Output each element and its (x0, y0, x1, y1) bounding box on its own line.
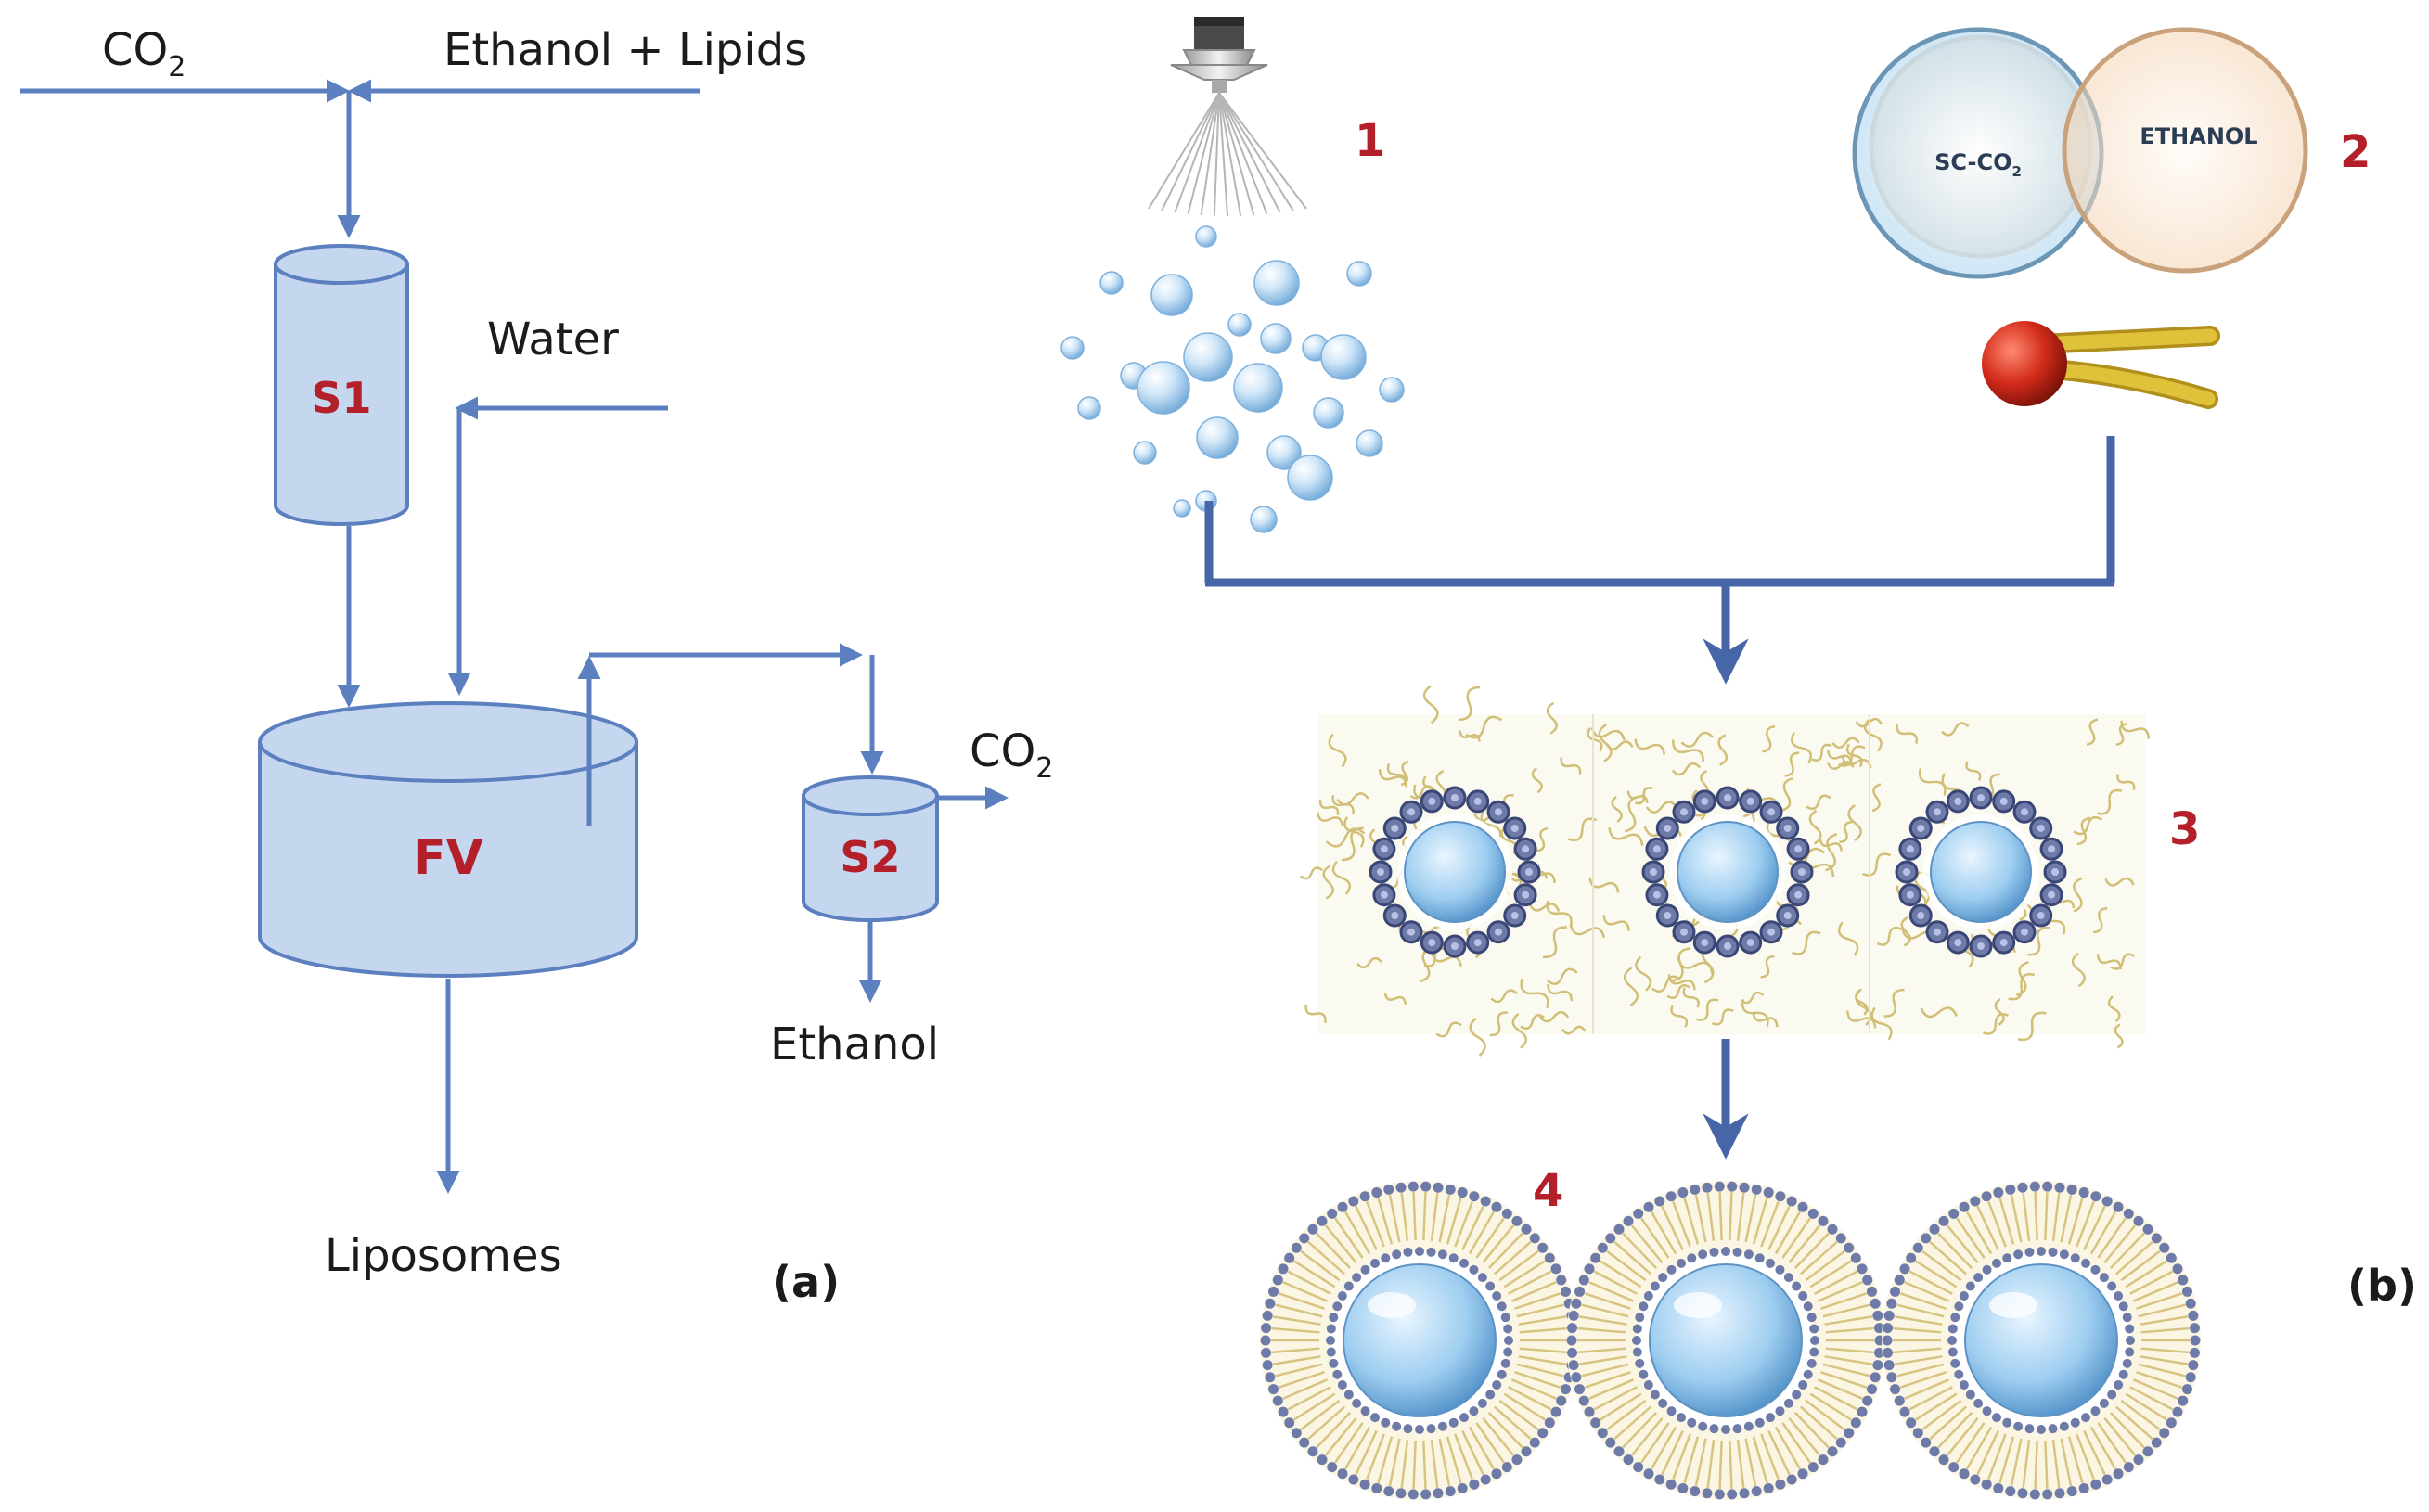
droplet-spray (1060, 225, 1405, 533)
liposome-icon (1566, 1181, 1885, 1500)
panel-b-schematic: 1 SC-CO2 ETHANOL 2 3 4 (1060, 17, 2417, 1500)
droplet-icon (1250, 506, 1278, 533)
s2-separator: S2 (802, 775, 939, 922)
droplet-icon (1196, 416, 1239, 459)
droplet-icon (1227, 313, 1252, 337)
liposome-icon (1882, 1181, 2201, 1500)
droplet-icon (1233, 363, 1283, 413)
liposomes-label: Liposomes (325, 1230, 562, 1282)
droplet-icon (1060, 336, 1085, 360)
droplet-icon (1356, 429, 1383, 457)
droplet-icon (1137, 361, 1190, 415)
water-label: Water (487, 314, 619, 365)
droplet-icon (1260, 323, 1292, 354)
venn-ethanol-label: ETHANOL (2140, 123, 2257, 149)
liposome-row (1260, 1181, 2201, 1500)
micelle-band (1300, 685, 2151, 1057)
fv-vessel: FV (258, 701, 638, 978)
spray-nozzle-icon (1148, 17, 1307, 217)
droplet-icon (1195, 225, 1217, 248)
liposome-icon (1260, 1181, 1579, 1500)
step-number-1: 1 (1355, 115, 1385, 167)
phospholipid-icon (1982, 321, 2220, 409)
s2-label: S2 (840, 832, 900, 882)
droplet-icon (1150, 274, 1193, 316)
droplet-icon (1183, 332, 1233, 382)
panel-a-label: (a) (772, 1257, 840, 1307)
venn-sc-co2-ethanol: SC-CO2 ETHANOL (1852, 27, 2308, 279)
s1-label: S1 (311, 373, 371, 423)
droplet-icon (1320, 334, 1367, 380)
micelle-icon (1369, 786, 1541, 958)
co2-inlet-label: CO2 (102, 24, 186, 83)
droplet-icon (1173, 499, 1191, 518)
droplet-icon (1077, 396, 1101, 420)
phospholipid-head (1982, 321, 2067, 406)
co2-outlet-label: CO2 (970, 725, 1053, 785)
panel-b-label: (b) (2347, 1261, 2417, 1311)
venn-sc-co2-label: SC-CO2 (1934, 149, 2022, 180)
droplet-icon (1287, 455, 1333, 501)
droplet-icon (1099, 271, 1124, 295)
droplet-icon (1253, 260, 1300, 306)
droplet-icon (1346, 261, 1372, 287)
step-number-2: 2 (2340, 126, 2371, 178)
droplet-icon (1266, 435, 1302, 470)
micelle-icon (1895, 786, 2067, 958)
micelle-icon (1641, 786, 1814, 958)
ethanol-lipids-label: Ethanol + Lipids (443, 24, 807, 76)
droplet-icon (1379, 377, 1405, 403)
s1-separator: S1 (274, 244, 409, 526)
droplet-icon (1133, 441, 1157, 465)
panel-a-process-flow: CO2 Ethanol + Lipids S1 Water FV S2 (20, 24, 1053, 1307)
step-number-3: 3 (2169, 803, 2200, 855)
fv-label: FV (413, 830, 483, 886)
droplet-icon (1313, 397, 1344, 429)
step-number-4: 4 (1533, 1165, 1563, 1217)
ethanol-outlet-label: Ethanol (770, 1019, 939, 1070)
venn-ethanol-outline (2062, 27, 2308, 274)
